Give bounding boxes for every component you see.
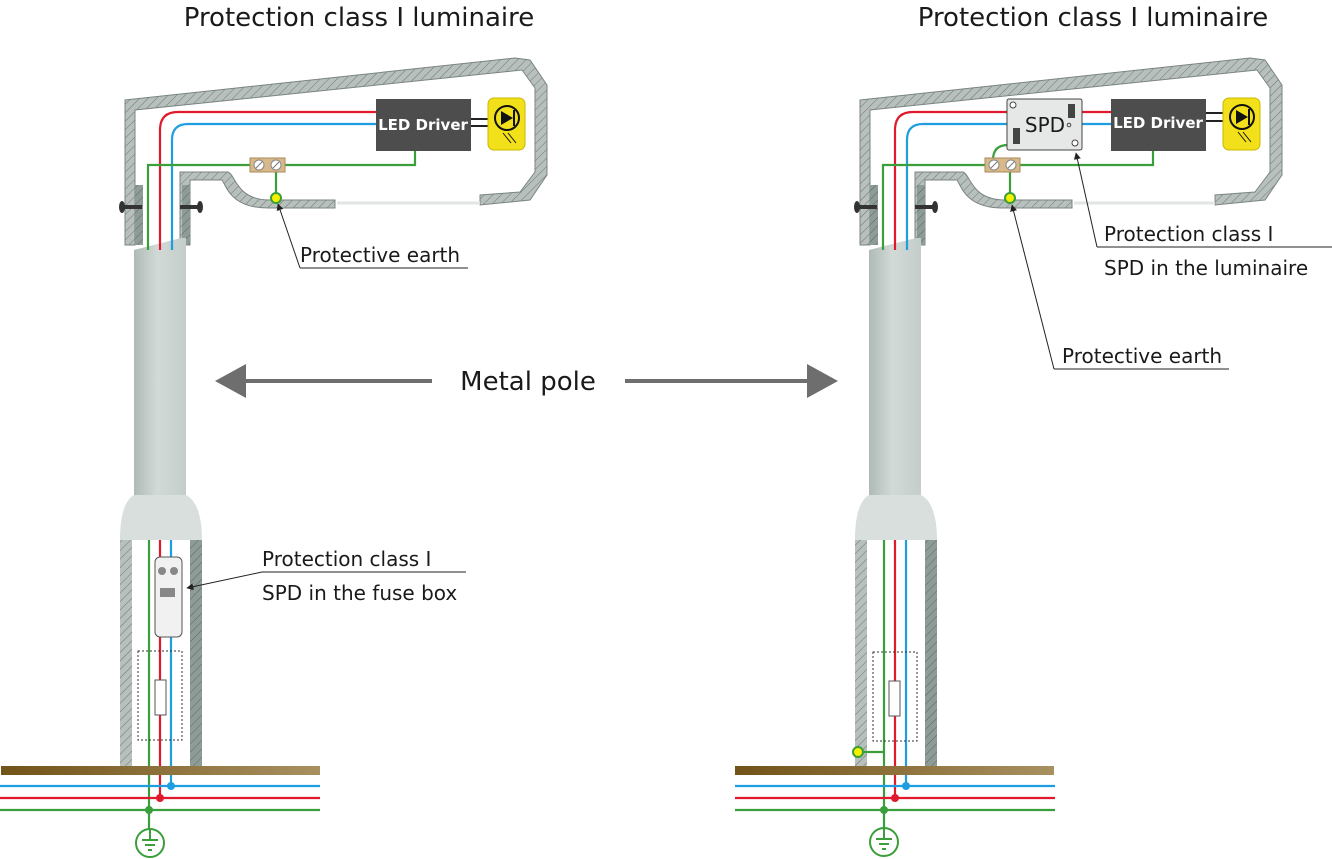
led-diode-icon — [487, 97, 526, 151]
right-driver-label: LED Driver — [1113, 114, 1203, 132]
right-fuse-box-outline — [872, 651, 918, 742]
right-label-protective-earth: Protective earth — [1062, 344, 1222, 368]
left-metal-pole — [120, 238, 202, 766]
right-panel: Protection class I luminaire — [735, 3, 1332, 857]
right-wiring — [862, 110, 1155, 830]
left-panel: Protection class I luminaire — [0, 3, 548, 858]
right-label-spd-line2: SPD in the luminaire — [1104, 256, 1308, 280]
left-supply-lines — [0, 782, 320, 814]
left-fuse-icon — [154, 679, 167, 716]
right-metal-pole — [855, 238, 937, 766]
left-title: Protection class I luminaire — [184, 3, 535, 33]
right-title: Protection class I luminaire — [918, 3, 1269, 33]
left-wiring — [146, 110, 417, 830]
left-ground-surface — [1, 766, 320, 775]
earth-ground-icon — [869, 827, 899, 857]
right-earth-point — [1004, 192, 1016, 204]
left-callout-protective-earth: Protective earth — [276, 203, 468, 269]
right-spd-label: SPD — [1025, 113, 1065, 137]
left-luminaire-housing — [124, 57, 548, 246]
right-led-driver: LED Driver — [1111, 99, 1224, 151]
right-callout-protective-earth: Protective earth — [1010, 204, 1229, 370]
left-fuse-box-outline — [137, 650, 183, 741]
metal-pole-label: Metal pole — [460, 367, 596, 397]
right-luminaire-housing — [859, 57, 1283, 246]
left-bolt-icons — [119, 201, 203, 213]
left-earth-point — [270, 192, 282, 204]
left-label-spd-line1: Protection class I — [262, 547, 431, 571]
left-terminal-block — [249, 157, 286, 173]
left-led-driver: LED Driver — [376, 99, 490, 151]
center-metal-pole-label: Metal pole — [215, 364, 838, 398]
earth-ground-icon — [135, 828, 165, 858]
right-terminal-block — [984, 157, 1021, 173]
right-ground-surface — [735, 766, 1054, 775]
arrow-left-icon — [215, 364, 246, 398]
led-diode-icon — [1222, 97, 1261, 151]
left-spd-fuse-box — [154, 556, 183, 638]
left-label-protective-earth: Protective earth — [300, 243, 460, 267]
right-label-spd-line1: Protection class I — [1104, 222, 1273, 246]
arrow-right-icon — [807, 364, 838, 398]
right-supply-lines — [735, 782, 1055, 814]
right-pole-earth-point — [852, 746, 864, 758]
right-fuse-icon — [888, 680, 901, 717]
left-callout-spd: Protection class I SPD in the fuse box — [186, 547, 466, 605]
right-callout-spd: Protection class I SPD in the luminaire — [1073, 152, 1332, 280]
right-spd-module: SPD — [1006, 98, 1083, 151]
right-bolt-icons — [854, 201, 938, 213]
left-driver-label: LED Driver — [378, 116, 468, 134]
left-label-spd-line2: SPD in the fuse box — [262, 581, 457, 605]
